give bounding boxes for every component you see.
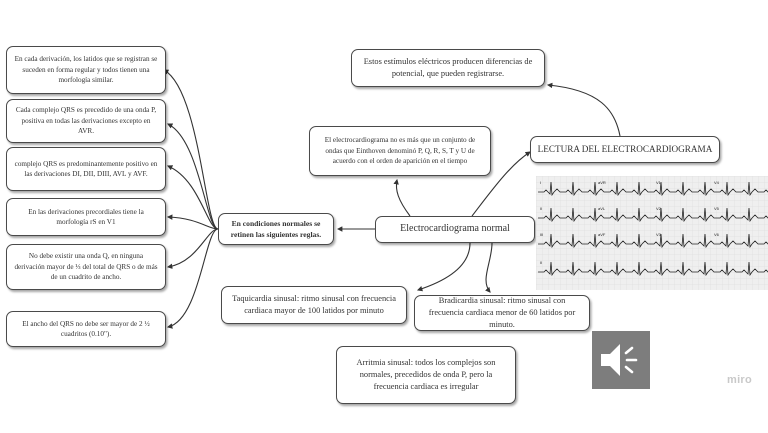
condiciones-node[interactable]: En condiciones normales se retinen las s…: [218, 213, 334, 245]
lectura-node[interactable]: LECTURA DEL ELECTROCARDIOGRAMA: [530, 136, 720, 163]
lectura-label: LECTURA DEL ELECTROCARDIOGRAMA: [537, 143, 713, 154]
link-center-lectura: [471, 151, 531, 217]
regla-3-text: complejo QRS es predominantemente positi…: [14, 159, 158, 178]
regla-1[interactable]: En cada derivación, los latidos que se r…: [6, 46, 166, 94]
ecg-lead-label: V5: [714, 206, 720, 211]
definicion-text: El electrocardiograma no es más que un c…: [324, 136, 476, 166]
link-regla-5: [166, 228, 219, 269]
link-regla-1: [163, 69, 219, 230]
ecg-lead-label: II: [540, 260, 542, 265]
ecg-row-4: [538, 261, 768, 277]
ecg-lead-label: V4: [714, 180, 720, 185]
link-center-taquicardia: [416, 242, 471, 292]
ecg-lead-label: aVL: [598, 206, 606, 211]
link-regla-4: [166, 214, 219, 230]
definicion-node[interactable]: El electrocardiograma no es más que un c…: [309, 126, 491, 176]
arritmia-text: Arritmia sinusal: todos los complejos so…: [356, 357, 496, 392]
regla-2-text: Cada complejo QRS es precedido de una on…: [15, 106, 157, 136]
regla-2[interactable]: Cada complejo QRS es precedido de una on…: [6, 99, 166, 143]
estimulos-text: Estos estímulos eléctricos producen dife…: [363, 56, 533, 78]
regla-6-text: El ancho del QRS no debe ser mayor de 2 …: [22, 319, 150, 338]
ecg-lead-label: II: [540, 206, 542, 211]
regla-5-text: No debe existir una onda Q, en ninguna d…: [14, 252, 158, 282]
ecg-lead-label: V6: [714, 232, 720, 237]
speaker-icon[interactable]: [592, 331, 650, 389]
ecg-lead-label: aVR: [598, 180, 606, 185]
arritmia-node[interactable]: Arritmia sinusal: todos los complejos so…: [336, 346, 516, 404]
regla-4[interactable]: En las derivaciones precordiales tiene l…: [6, 198, 166, 236]
link-regla-3: [166, 165, 219, 230]
ecg-lead-label: III: [540, 232, 543, 237]
link-center-bradicardia: [485, 242, 493, 293]
center-node[interactable]: Electrocardiograma normal: [375, 216, 535, 243]
ecg-lead-label: V2: [656, 206, 662, 211]
ecg-row-3: [538, 233, 768, 249]
regla-5[interactable]: No debe existir una onda Q, en ninguna d…: [6, 244, 166, 290]
ecg-lead-label: I: [540, 180, 541, 185]
center-label: Electrocardiograma normal: [400, 223, 510, 235]
regla-6[interactable]: El ancho del QRS no debe ser mayor de 2 …: [6, 311, 166, 347]
link-regla-6: [166, 228, 219, 329]
link-lectura-estimulos: [546, 82, 621, 137]
regla-4-text: En las derivaciones precordiales tiene l…: [28, 207, 144, 226]
taquicardia-text: Taquicardia sinusal: ritmo sinusal con f…: [232, 293, 396, 315]
estimulos-node[interactable]: Estos estímulos eléctricos producen dife…: [351, 49, 545, 87]
taquicardia-node[interactable]: Taquicardia sinusal: ritmo sinusal con f…: [221, 286, 407, 324]
condiciones-label: En condiciones normales se retinen las s…: [230, 219, 322, 239]
bradicardia-node[interactable]: Bradicardia sinusal: ritmo sinusal con f…: [414, 295, 590, 331]
ecg-lead-label: aVF: [598, 232, 606, 237]
bradicardia-text: Bradicardia sinusal: ritmo sinusal con f…: [428, 295, 576, 330]
ecg-lead-label: V3: [656, 232, 662, 237]
regla-3[interactable]: complejo QRS es predominantemente positi…: [6, 147, 166, 191]
link-center-definicion: [393, 178, 411, 217]
ecg-row-1: [538, 181, 768, 197]
miro-watermark: miro: [727, 374, 753, 386]
regla-1-text: En cada derivación, los latidos que se r…: [14, 55, 158, 85]
ecg-row-2: [538, 207, 768, 223]
ecg-lead-label: V1: [656, 180, 662, 185]
link-regla-2: [167, 123, 219, 230]
